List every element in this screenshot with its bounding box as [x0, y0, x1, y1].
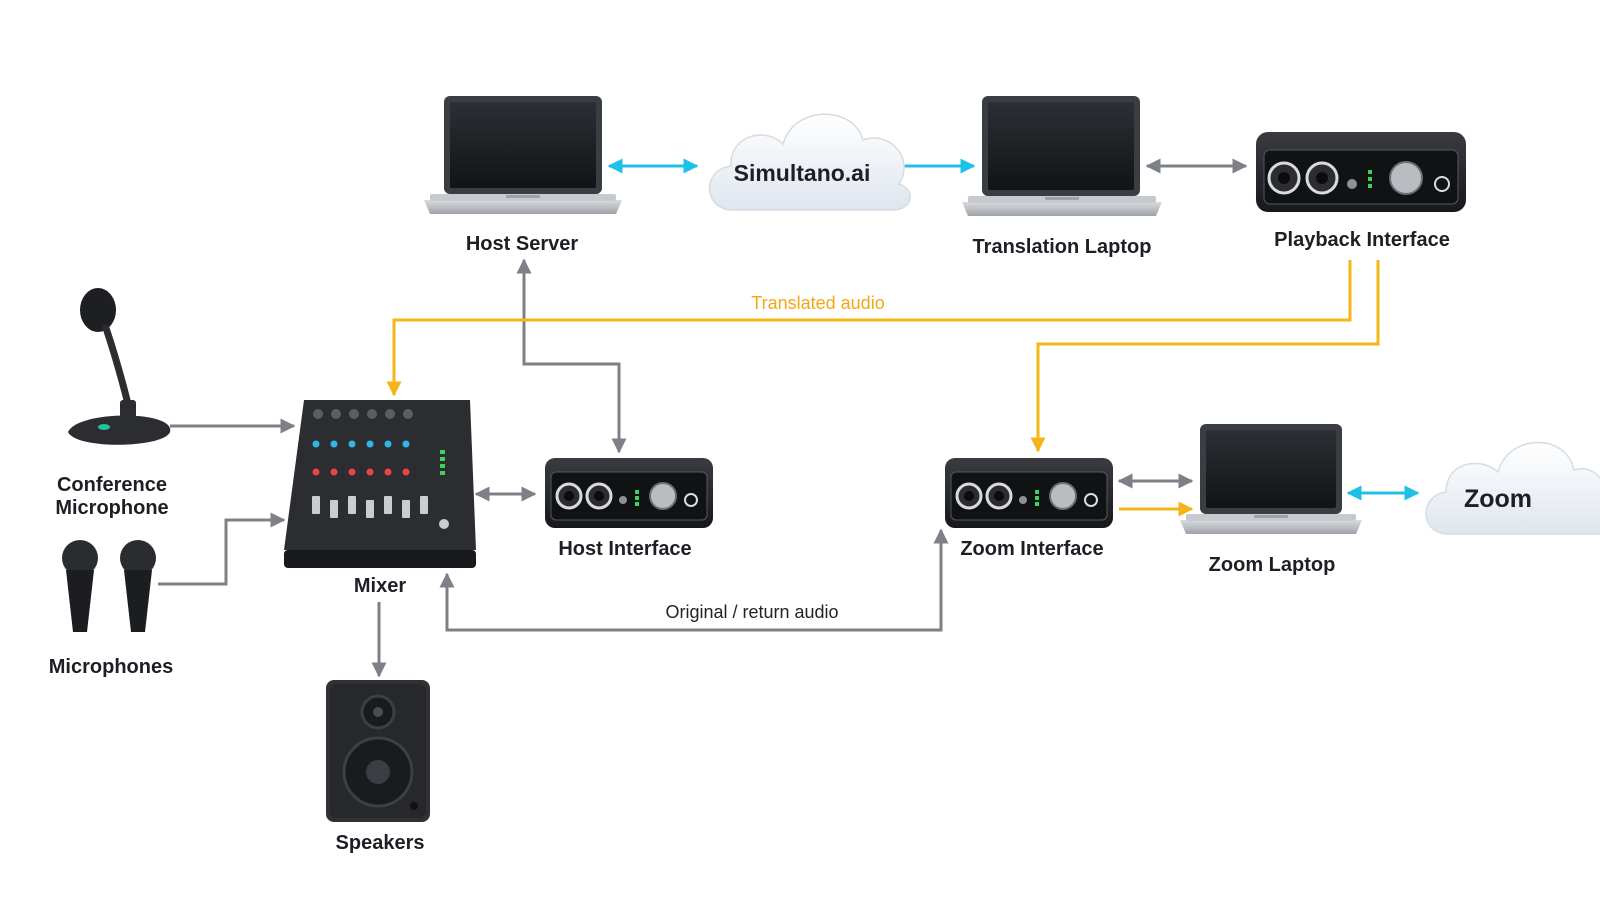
zoom-laptop-label: Zoom Laptop [1208, 554, 1336, 576]
laptop-icon [1180, 424, 1362, 534]
playback-zoom-interface-line [1030, 260, 1380, 453]
translated-audio-line [386, 260, 1352, 397]
mixer-icon [284, 400, 476, 568]
host-interface-host-server-link [516, 258, 627, 454]
conference-microphone-icon [68, 288, 171, 445]
host-interface-label: Host Interface [558, 538, 692, 560]
speakers-label: Speakers [335, 832, 425, 854]
audio-interface-icon [545, 458, 713, 528]
speaker-icon [326, 680, 430, 822]
simultano-cloud-icon [708, 113, 911, 211]
translated-audio-label: Translated audio [751, 293, 885, 313]
playback-interface-label: Playback Interface [1274, 229, 1450, 251]
connectors [158, 158, 1420, 678]
audio-interface-icon [1256, 132, 1466, 212]
zoom-interface-label: Zoom Interface [960, 538, 1104, 560]
translation-laptop-label: Translation Laptop [972, 236, 1152, 258]
original-return-audio-line [439, 528, 949, 632]
conference-microphone-label: Conference Microphone [55, 474, 169, 519]
microphones-label: Microphones [48, 656, 174, 678]
laptop-icon [962, 96, 1162, 216]
laptop-icon [424, 96, 622, 214]
microphones-icon [62, 540, 156, 632]
original-return-audio-label: Original / return audio [665, 602, 839, 622]
host-server-label: Host Server [465, 233, 579, 255]
microphones-mixer-link [158, 512, 286, 586]
zoom-cloud-text: Zoom [1464, 485, 1532, 513]
simultano-cloud-text: Simultano.ai [734, 160, 871, 186]
audio-interface-icon [945, 458, 1113, 528]
zoom-cloud-icon [1425, 441, 1600, 535]
mixer-label: Mixer [353, 575, 407, 597]
